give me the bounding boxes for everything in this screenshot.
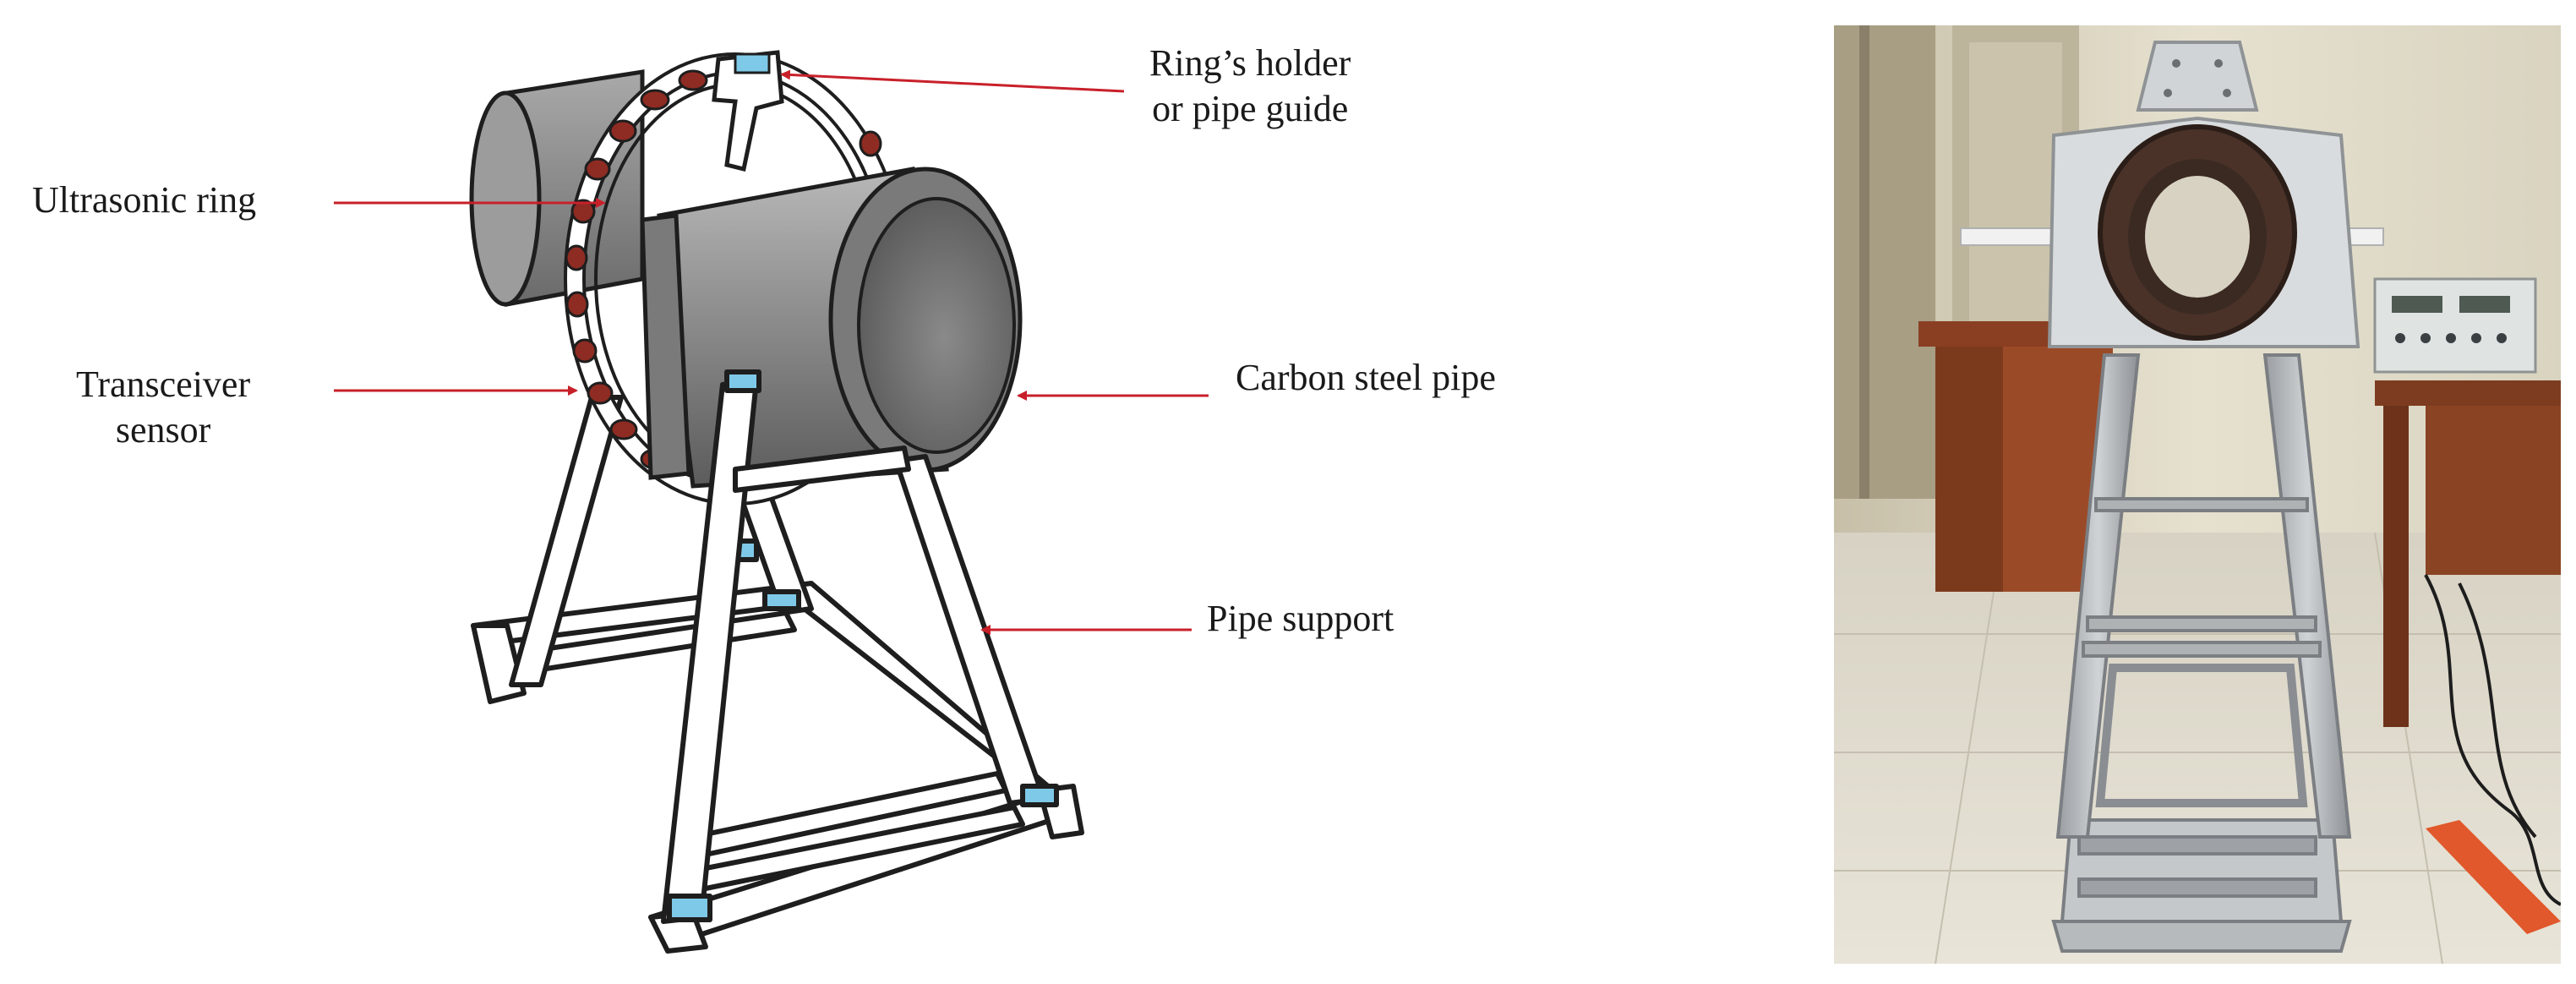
photo-cables	[2424, 574, 2561, 906]
label-carbon-steel-pipe: Carbon steel pipe	[1236, 355, 1496, 401]
photo-background-cabinets	[1834, 25, 2079, 499]
photo-power-strip	[2426, 820, 2561, 934]
callout-arrows	[334, 69, 1209, 635]
label-pipe-support-text: Pipe support	[1207, 598, 1394, 639]
label-ultrasonic-ring: Ultrasonic ring	[32, 178, 256, 223]
label-pipe-support: Pipe support	[1207, 596, 1394, 642]
rig-photograph	[1834, 25, 2561, 964]
label-transceiver-sensor: Transceiver sensor	[76, 362, 250, 453]
label-ultrasonic-ring-text: Ultrasonic ring	[32, 179, 257, 221]
label-ring-holder-line1: Ring’s holder	[1149, 42, 1351, 84]
photo-rig-frame	[2051, 353, 2352, 953]
photo-pipe-bore	[2098, 124, 2297, 341]
photo-desk-right	[2373, 277, 2561, 727]
pipe-bore	[857, 197, 1016, 454]
photo-desk-left	[1918, 321, 2130, 592]
label-ring-holder: Ring’s holder or pipe guide	[1149, 41, 1351, 132]
label-transceiver-line1: Transceiver	[76, 364, 251, 405]
label-carbon-steel-pipe-text: Carbon steel pipe	[1236, 357, 1496, 398]
ring-holder-bracket	[712, 50, 784, 172]
photo-signal-instrument	[2373, 277, 2537, 374]
front-support-legs	[661, 369, 1059, 924]
label-ring-holder-line2: or pipe guide	[1152, 88, 1349, 129]
pipe-rear-section	[469, 69, 645, 308]
arrow-ring-holder	[780, 69, 1125, 93]
label-transceiver-line2: sensor	[115, 409, 211, 451]
carbon-steel-pipe	[640, 167, 1023, 489]
